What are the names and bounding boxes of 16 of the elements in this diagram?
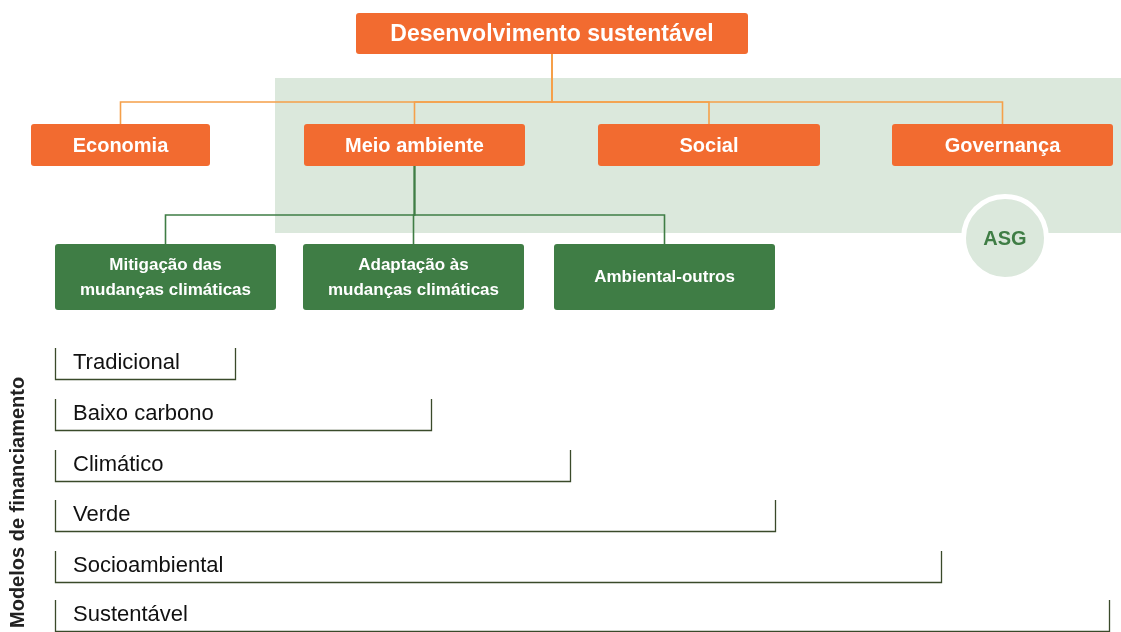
category-box: Ambiental-outros [554, 244, 775, 310]
category-box: Adaptação às mudanças climáticas [303, 244, 524, 310]
financing-model-label: Climático [73, 451, 164, 477]
axis-label: Modelos de financiamento [6, 376, 29, 628]
pillar-box: Social [598, 124, 820, 166]
pillar-box: Meio ambiente [304, 124, 525, 166]
financing-model-label: Baixo carbono [73, 400, 214, 426]
pillar-box: Economia [31, 124, 210, 166]
connector-line [413, 165, 666, 245]
category-box: Mitigação das mudanças climáticas [55, 244, 276, 310]
financing-model-label: Tradicional [73, 349, 180, 375]
title-box: Desenvolvimento sustentável [356, 13, 748, 54]
pillar-box: Governança [892, 124, 1113, 166]
financing-model-label: Sustentável [73, 601, 188, 627]
financing-model-label: Socioambiental [73, 552, 224, 578]
financing-model-label: Verde [73, 501, 131, 527]
